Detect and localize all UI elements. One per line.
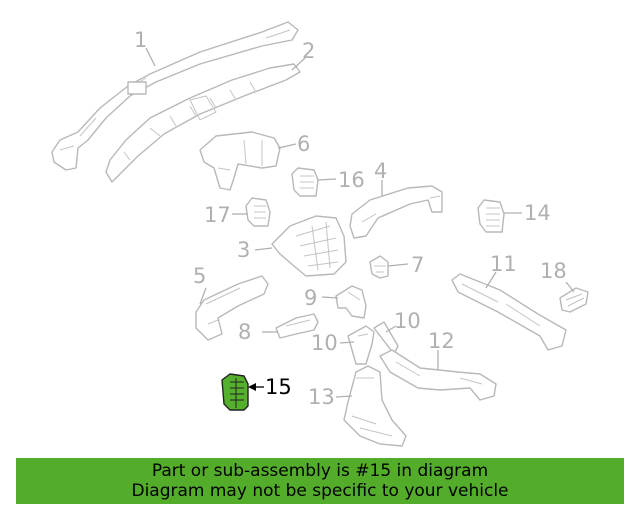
callout-5: 5 xyxy=(193,264,206,288)
callout-12: 12 xyxy=(428,329,455,353)
callout-8: 8 xyxy=(238,320,251,344)
part-14-vent-grille[interactable] xyxy=(477,199,505,233)
callout-3: 3 xyxy=(237,238,250,262)
parts-diagram: 1 2 6 16 4 14 17 3 xyxy=(51,21,589,447)
callout-2: 2 xyxy=(302,39,315,63)
part-8-duct[interactable] xyxy=(275,313,319,339)
callout-15: 15 xyxy=(265,375,292,399)
part-1-upper-duct[interactable] xyxy=(51,21,299,171)
callout-16: 16 xyxy=(338,168,365,192)
banner-line-part: Part or sub-assembly is #15 in diagram xyxy=(151,461,489,481)
part-2-vent-panel[interactable] xyxy=(105,63,301,183)
part-4-side-duct[interactable] xyxy=(349,185,443,239)
part-7-clip[interactable] xyxy=(369,255,389,279)
part-18-small-vent[interactable] xyxy=(559,287,589,313)
callout-1: 1 xyxy=(134,28,147,52)
part-11-rear-duct[interactable] xyxy=(451,273,567,351)
part-5-side-duct[interactable] xyxy=(195,275,269,341)
part-12-floor-duct[interactable] xyxy=(379,349,497,401)
callout-10-lower: 10 xyxy=(311,331,338,355)
callout-17: 17 xyxy=(204,203,231,227)
info-banner: Part or sub-assembly is #15 in diagram D… xyxy=(16,458,624,504)
callout-18: 18 xyxy=(540,259,567,283)
callout-10-upper: 10 xyxy=(394,309,421,333)
callout-7: 7 xyxy=(411,253,424,277)
callout-14: 14 xyxy=(524,201,551,225)
part-10-duct-left[interactable] xyxy=(347,325,375,365)
callout-6: 6 xyxy=(297,132,310,156)
banner-line-disclaimer: Diagram may not be specific to your vehi… xyxy=(131,481,509,501)
part-15-vent-grille-highlighted[interactable] xyxy=(221,373,249,411)
callout-9: 9 xyxy=(304,286,317,310)
callout-11: 11 xyxy=(490,252,517,276)
callout-13: 13 xyxy=(308,385,335,409)
part-10-duct-right[interactable] xyxy=(373,321,399,355)
part-9-duct-piece[interactable] xyxy=(335,285,367,319)
callout-4: 4 xyxy=(374,159,387,183)
part-13-floor-duct[interactable] xyxy=(343,365,407,447)
part-6-duct-junction[interactable] xyxy=(199,131,281,191)
part-16-vent-grille[interactable] xyxy=(291,167,319,197)
part-3-center-vent[interactable] xyxy=(271,215,347,277)
part-17-vent-grille[interactable] xyxy=(245,197,271,227)
